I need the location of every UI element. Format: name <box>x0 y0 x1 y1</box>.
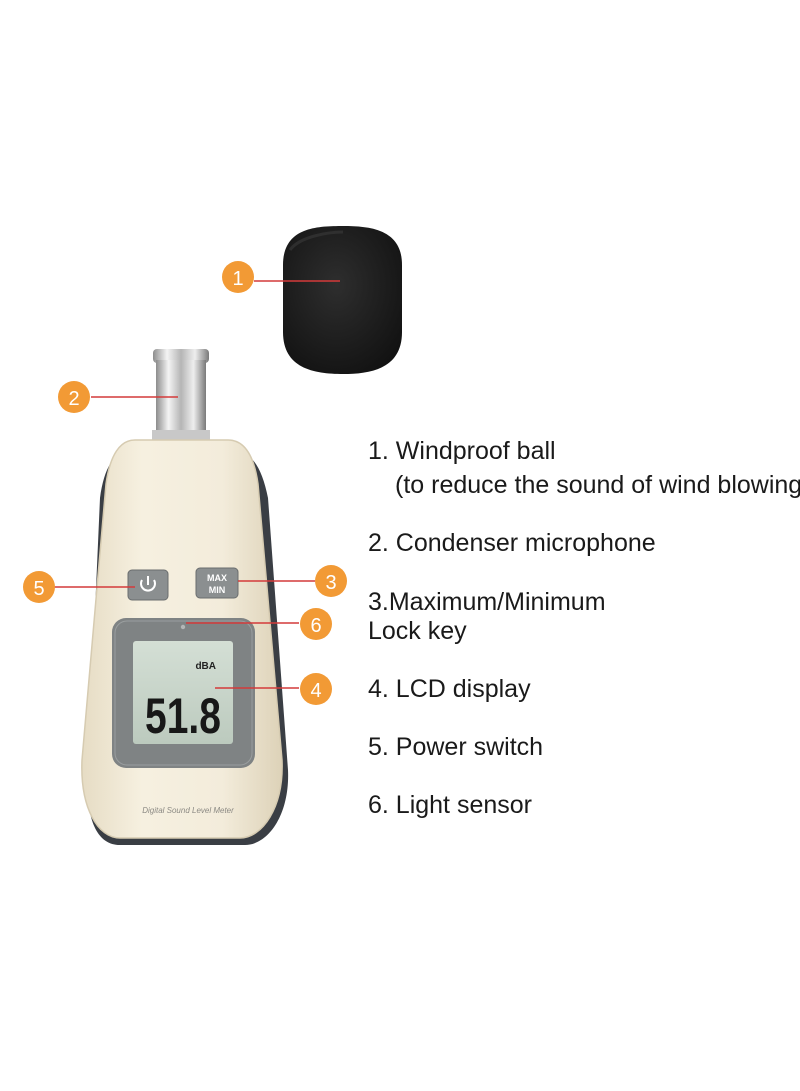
legend-item-1: 1. Windproof ball <box>368 437 556 465</box>
leader-lines <box>54 280 340 689</box>
max-min-key[interactable]: MAX MIN <box>195 567 239 599</box>
callout-number: 6 <box>310 615 321 637</box>
callout-badge-2: 2 <box>58 381 90 413</box>
lcd-reading: 51.8 <box>145 687 221 744</box>
legend-item-5: 5. Power switch <box>368 733 544 761</box>
callout-badge-1: 1 <box>222 261 254 293</box>
max-label: MAX <box>207 573 227 583</box>
legend-item-3: 3.Maximum/Minimum <box>368 588 606 616</box>
callout-number: 3 <box>325 572 336 594</box>
lcd-display: dBA 51.8 <box>112 618 255 768</box>
legend-item-3-cont: Lock key <box>368 617 467 645</box>
callout-badge-6: 6 <box>300 608 332 640</box>
light-sensor <box>180 624 186 630</box>
condenser-microphone <box>152 349 210 442</box>
power-icon <box>140 576 156 592</box>
model-label: Digital Sound Level Meter <box>142 806 234 815</box>
callout-number: 4 <box>310 680 321 702</box>
windproof-ball <box>283 226 402 374</box>
legend-item-6: 6. Light sensor <box>368 791 532 819</box>
callout-number: 2 <box>68 388 79 410</box>
legend-item-4: 4. LCD display <box>368 675 531 703</box>
callout-number: 5 <box>33 578 44 600</box>
legend-item-2: 2. Condenser microphone <box>368 529 656 557</box>
lcd-unit: dBA <box>195 661 216 672</box>
callout-badge-3: 3 <box>315 565 347 597</box>
callout-badge-5: 5 <box>23 571 55 603</box>
callout-badge-4: 4 <box>300 673 332 705</box>
min-label: MIN <box>209 585 226 595</box>
callout-number: 1 <box>232 268 243 290</box>
legend-item-1-note: (to reduce the sound of wind blowing) <box>395 471 800 499</box>
power-switch[interactable] <box>127 569 169 601</box>
